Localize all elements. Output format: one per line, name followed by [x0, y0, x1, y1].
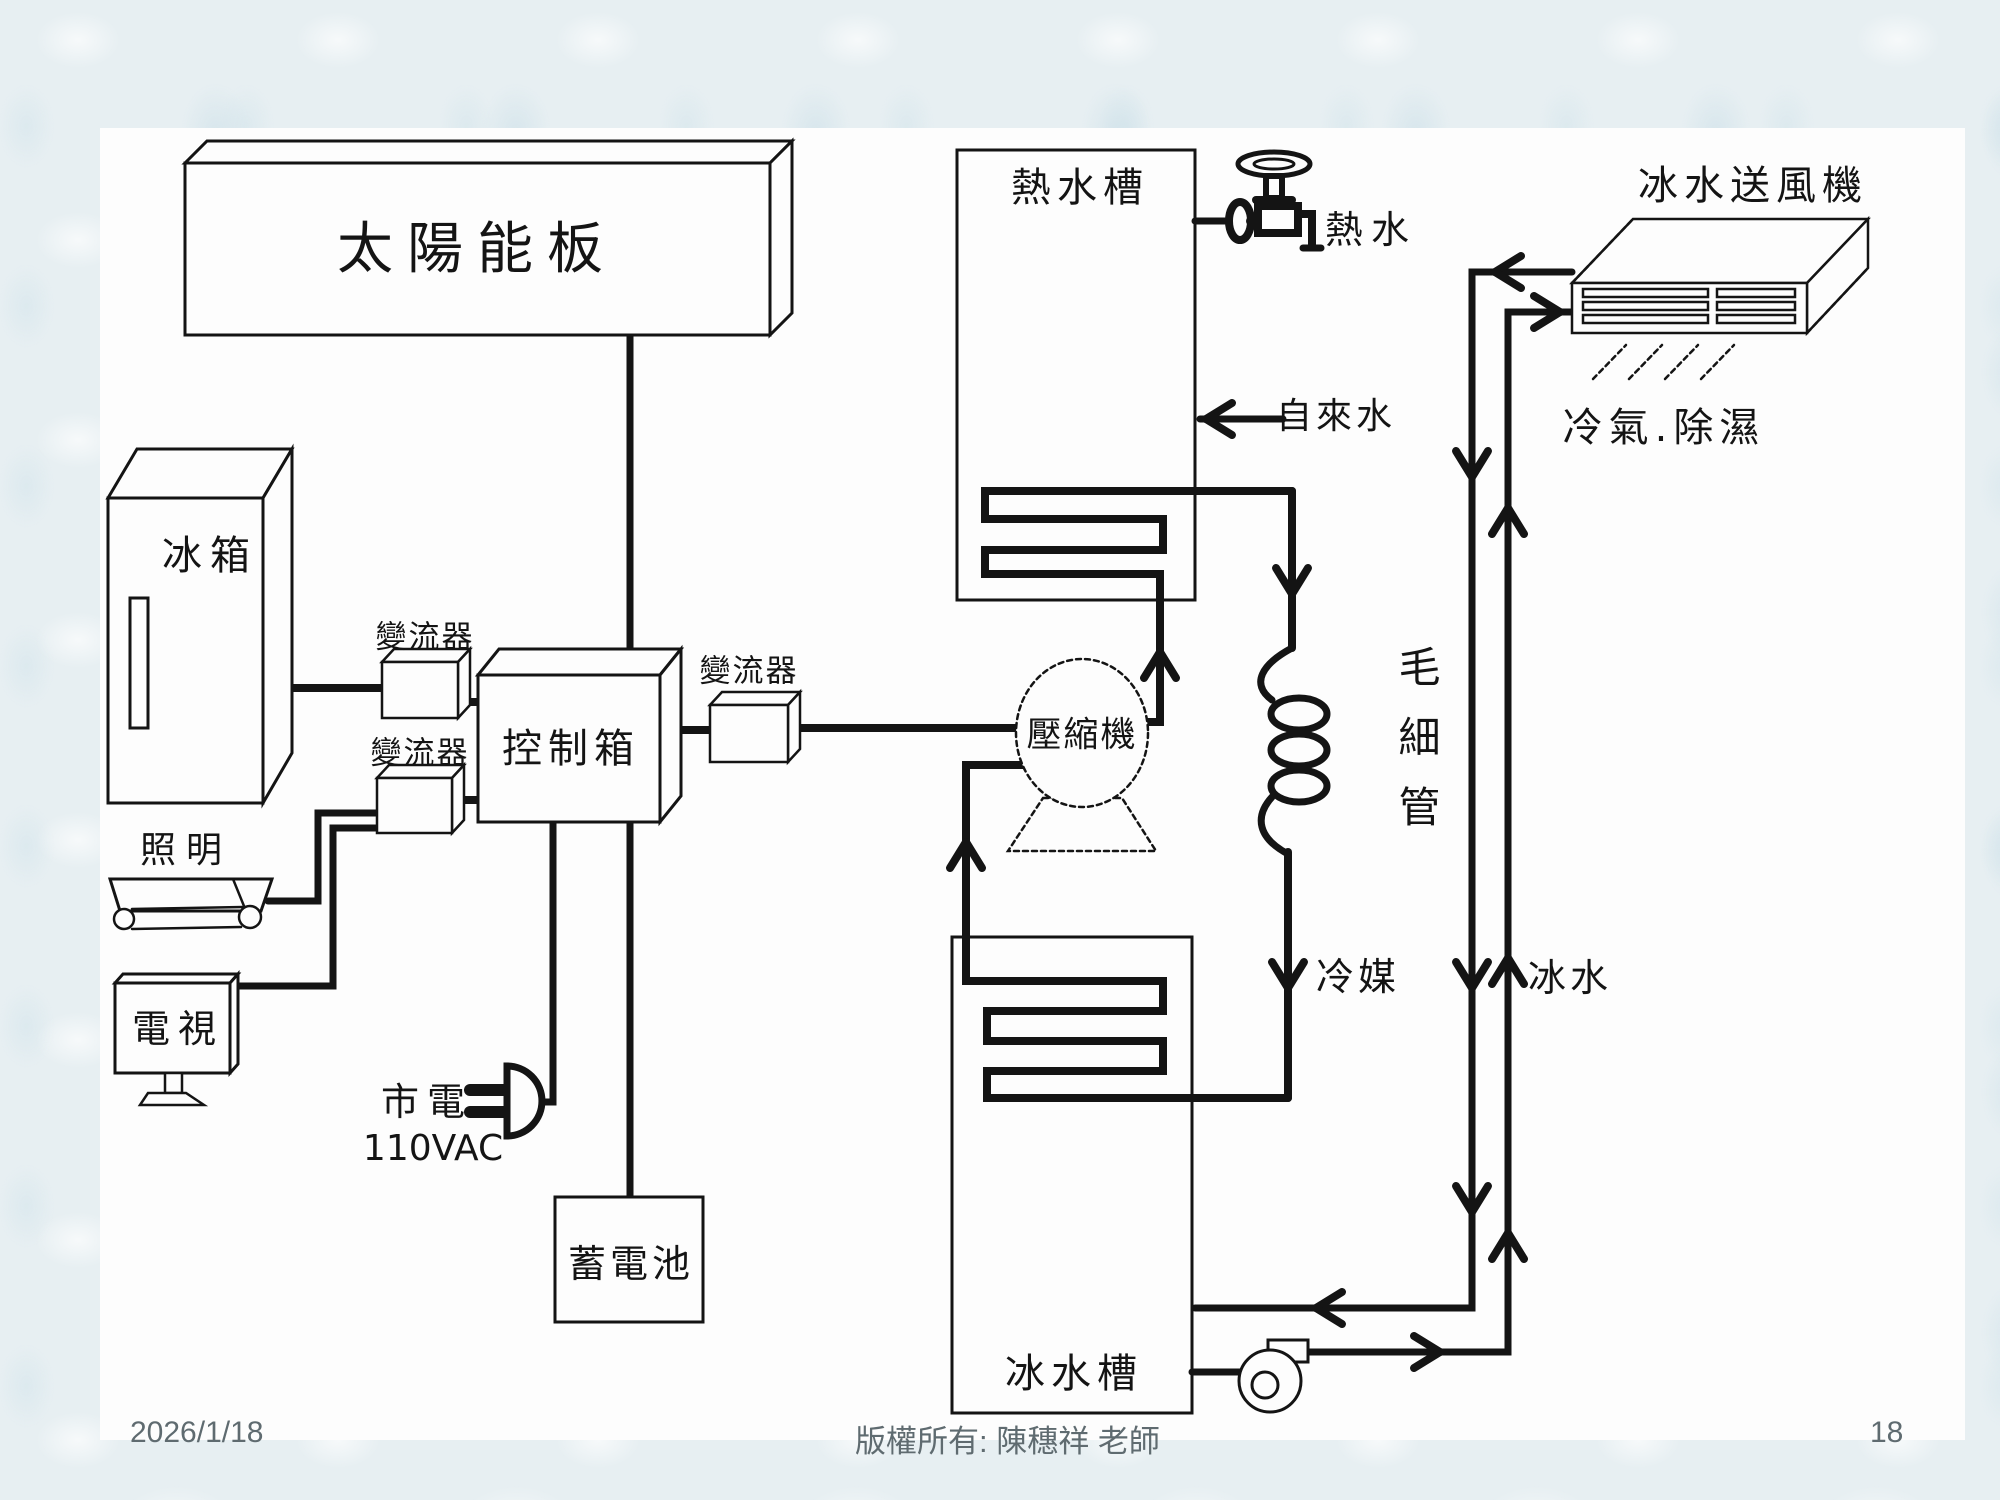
mains-plug-icon: [464, 1062, 546, 1140]
capillary-label: 毛細管: [1392, 645, 1441, 855]
mains-label: 市電: [380, 1080, 474, 1124]
control-box-label: 控制箱: [502, 726, 640, 772]
pipe-capillary-down: [1257, 487, 1331, 1102]
arrow-suction-up: [946, 838, 986, 872]
tap-water-label: 自來水: [1275, 396, 1397, 437]
cold-air-label: 冷氣.除濕: [1562, 405, 1766, 451]
pipe-return-to-tank: [1191, 252, 1576, 1328]
pipe-hot-tank-coil: [981, 487, 1296, 726]
battery-label: 蓄電池: [567, 1242, 695, 1286]
inverter2-box: [374, 761, 467, 837]
tv-icon: [111, 970, 242, 1107]
inverter3-label: 變流器: [699, 653, 799, 690]
fan-unit-label: 冰水送風機: [1638, 163, 1868, 209]
pipe-ice-tank-coil: [962, 761, 1292, 1102]
wire-lamp-to-inverter2: [264, 809, 383, 905]
inverter2-label: 變流器: [370, 735, 470, 772]
mains-voltage-label: 110VAC: [362, 1128, 504, 1169]
ice-water-tank: [950, 935, 1194, 1415]
hot-water-tank: [955, 148, 1197, 602]
fan-unit-box: [1569, 215, 1871, 337]
arrow-compressor-discharge-up: [1140, 648, 1180, 682]
battery-box: [553, 1195, 705, 1324]
arrow-refrigerant-down-bottom: [1268, 958, 1308, 992]
refrigerant-label: 冷媒: [1315, 955, 1401, 999]
compressor-icon: [1005, 657, 1159, 853]
faucet-icon: [1225, 149, 1325, 252]
tv-label: 電視: [131, 1007, 225, 1051]
fridge-label: 冰箱: [162, 533, 258, 579]
lighting-label: 照明: [139, 830, 233, 871]
footer-page-number: 18: [1870, 1416, 1904, 1449]
ice-water-label: 冰水: [1527, 956, 1613, 1000]
inverter3-box: [707, 688, 803, 766]
pipe-supply-to-fan: [1302, 292, 1576, 1372]
lamp-icon: [107, 877, 275, 931]
wire-mains-to-control: [538, 818, 557, 1106]
inverter1-box: [379, 645, 473, 722]
solar-panel-box: [181, 137, 796, 339]
compressor-label: 壓縮機: [1026, 715, 1138, 756]
inverter1-label: 變流器: [375, 619, 475, 656]
pump-icon: [1237, 1338, 1310, 1414]
footer-copyright: 版權所有: 陳穗祥 老師: [855, 1424, 1160, 1459]
hot-water-label: 熱水: [1324, 208, 1418, 252]
pipe-tap-water-in: [1196, 399, 1287, 439]
control-box: [474, 644, 685, 827]
arrow-refrigerant-down-top: [1272, 564, 1312, 598]
fridge-box: [105, 443, 295, 809]
hot-tank-label: 熱水槽: [1011, 165, 1149, 211]
solar-panel-label: 太陽能板: [337, 217, 617, 282]
ice-tank-label: 冰水槽: [1005, 1351, 1143, 1397]
cold-air-hatch-icon: [1591, 343, 1736, 381]
footer-date: 2026/1/18: [130, 1416, 264, 1449]
wire-tv-to-inverter2: [232, 824, 383, 990]
